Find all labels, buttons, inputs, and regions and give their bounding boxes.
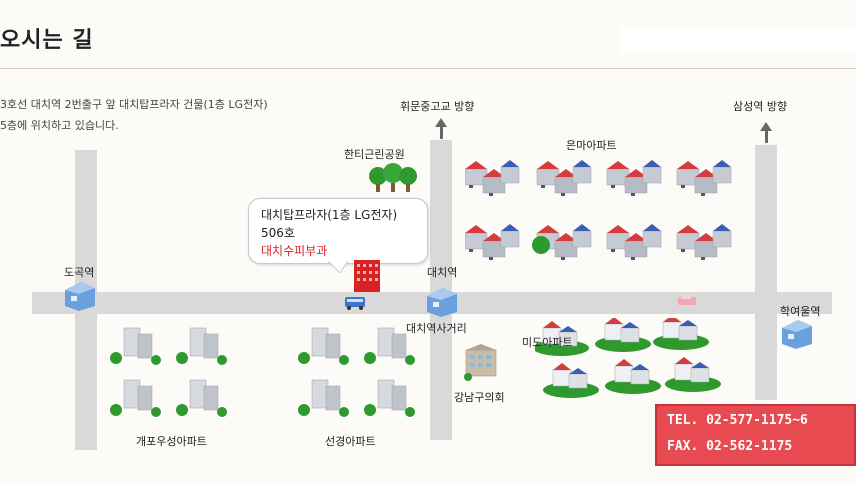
callout-pointer-icon (328, 261, 348, 273)
subway-station-icon (65, 282, 95, 311)
contact-box: TEL. 02-577-1175~6 FAX. 02-562-1175 (655, 404, 856, 466)
apartment-label-eunma: 은마아파트 (566, 139, 617, 152)
direction-label-left: 휘문중고교 방향 (400, 100, 475, 113)
apartment-complex-mido-icon (535, 318, 722, 399)
arrow-stem-right (764, 131, 768, 143)
car-icon (678, 295, 696, 305)
arrow-stem-left (439, 127, 443, 139)
callout-building: 대치탑프라자(1층 LG전자) (261, 208, 398, 222)
arrow-up-icon (435, 118, 447, 127)
page-title: 오시는 길 (0, 28, 94, 53)
subway-station-icon (427, 288, 457, 317)
contact-fax: FAX. 02-562-1175 (667, 439, 793, 454)
apartment-label-seon: 선경아파트 (325, 435, 376, 448)
apartment-complex-gaepo-icon (110, 327, 228, 418)
intro-line-1: 3호선 대치역 2번출구 앞 대치탑프라자 건물(1층 LG전자) (0, 98, 268, 111)
tree-cluster-icon (369, 163, 417, 192)
direction-label-right: 삼성역 방향 (733, 100, 788, 113)
target-building-icon (354, 260, 380, 292)
intro-text: 3호선 대치역 2번출구 앞 대치탑프라자 건물(1층 LG전자) 5층에 위치… (0, 94, 268, 136)
council-label: 강남구의회 (454, 391, 505, 404)
station-label-hakyeoul: 학여울역 (780, 305, 821, 318)
header-blank-box (620, 28, 856, 52)
header-divider (0, 68, 856, 69)
contact-tel: TEL. 02-577-1175~6 (667, 413, 808, 428)
apartment-complex-north-icon (465, 159, 732, 261)
callout-clinic: 대치수피부과 (261, 244, 328, 258)
station-label-daechi: 대치역 (427, 266, 458, 279)
council-building-icon (464, 344, 497, 381)
road-east-vertical (755, 145, 777, 400)
park-label: 한티근린공원 (344, 148, 405, 161)
bus-icon (345, 297, 365, 310)
apartment-complex-seon-icon (298, 327, 416, 418)
callout-room: 506호 (261, 226, 295, 240)
location-callout: 대치탑프라자(1층 LG전자) 506호 대치수피부과 (248, 198, 428, 264)
crossroad-label: 대치역사거리 (406, 322, 467, 335)
apartment-label-mido: 미도아파트 (522, 336, 573, 349)
apartment-label-gaepo: 개포우성아파트 (136, 435, 207, 448)
subway-station-icon (782, 320, 812, 349)
arrow-up-icon (760, 122, 772, 131)
station-label-dogok: 도곡역 (64, 266, 95, 279)
intro-line-2: 5층에 위치하고 있습니다. (0, 119, 119, 132)
